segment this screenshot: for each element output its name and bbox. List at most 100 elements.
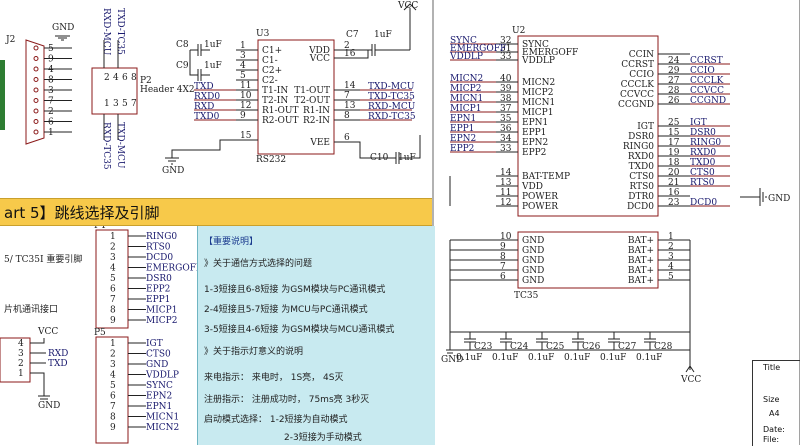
- u2-pin-right-number: 17: [668, 138, 680, 148]
- u3-pin-left-name: R1-OUT: [262, 106, 299, 116]
- u2-gnd-label: GND: [441, 355, 463, 365]
- u2-left-net: MICN1: [450, 94, 483, 104]
- c8-value: 1uF: [204, 40, 222, 50]
- u2-pin-left-name: POWER: [522, 192, 558, 202]
- u2-bat-pin-name: BAT+: [628, 266, 654, 276]
- p5-pin-number: 7: [110, 402, 116, 412]
- u2-pin-left-number: 11: [500, 188, 511, 198]
- notes-line-9: 2-3短接为手动模式: [284, 433, 362, 443]
- notes-line-7: 注册指示： 注册成功时， 75ms亮 3秒灭: [204, 395, 370, 405]
- frame-title: Title: [763, 363, 781, 372]
- u2-pin-left-name: VDDLP: [521, 56, 555, 66]
- u3-right-net: RXD-TC35: [368, 112, 416, 122]
- u2-label: U2: [512, 26, 525, 36]
- j2-pin-number: 9: [48, 55, 54, 65]
- p2-pin-number: 8: [131, 73, 137, 83]
- p4-pin-number: 3: [110, 253, 116, 263]
- j2-pin-number: 2: [48, 107, 54, 117]
- u2-pin-right-name: TXD0: [629, 162, 655, 172]
- u2-pin-right-number: 20: [668, 168, 680, 178]
- u2-pin-left-number: 35: [500, 114, 512, 124]
- notes-line-3: 2-4短接且5-7短接 为MCU与PC通讯模式: [204, 305, 368, 315]
- u2-pin-left-number: 37: [500, 104, 512, 114]
- c7-symbol: [334, 8, 411, 59]
- p2-label: P2: [140, 76, 152, 86]
- u2-bat-pin-name: BAT+: [628, 256, 654, 266]
- notes-line-6: 来电指示： 来电时， 1S亮， 4S灭: [204, 373, 344, 383]
- cap-value: 0.1uF: [456, 353, 482, 363]
- u2-pin-right-name: CCCLK: [621, 80, 655, 90]
- c9-label: C9: [176, 61, 189, 71]
- u2-pin-left-name: BAT-TEMP: [522, 172, 570, 182]
- u3-pin-right-name: T2-OUT: [294, 96, 330, 106]
- u3-pin-left-number: 1: [240, 41, 246, 51]
- u3-pin-right-name: R2-IN: [303, 116, 330, 126]
- u2-pin-right-number: 24: [668, 56, 680, 66]
- p2-net-rxd-mcu: RXD-MCU: [101, 8, 111, 56]
- p5-net: GND: [146, 360, 168, 370]
- u2-pin-left-name: EPP2: [522, 148, 546, 158]
- p4-net: RING0: [146, 232, 177, 242]
- rs232-label: RS232: [256, 155, 286, 165]
- j2-pin-number: 7: [48, 97, 54, 107]
- p2-pin-number: 7: [131, 99, 137, 109]
- u3-pin-right-name: R1-IN: [303, 106, 330, 116]
- cap-name: C26: [582, 342, 601, 352]
- p4-net: MICP2: [146, 316, 177, 326]
- p4-net: DCD0: [146, 253, 173, 263]
- p5-pin-number: 3: [110, 360, 116, 370]
- u3-label: U3: [256, 29, 270, 39]
- u3-pin-right-number: 6: [344, 133, 350, 143]
- p2-net-txd-mcu: TXD-MCU: [115, 122, 125, 169]
- cap-value: 0.1uF: [636, 353, 662, 363]
- u2-pin-left-name: MICN1: [522, 98, 555, 108]
- u2-bat-pin-name: BAT+: [628, 246, 654, 256]
- cap-name: C25: [546, 342, 565, 352]
- u2-pin-left-name: POWER: [522, 202, 558, 212]
- mcu-txd-label: TXD: [48, 359, 68, 369]
- u2-bat-pin-number: 2: [668, 242, 674, 252]
- p5-pin-number: 6: [110, 392, 116, 402]
- u2-right-net: CCRST: [690, 56, 723, 66]
- u2-gnd-pin-number: 6: [500, 272, 506, 282]
- u2-right-net: DSR0: [690, 128, 716, 138]
- p2-net-rxd-tc35: RXD-TC35: [101, 122, 111, 170]
- p4-pin-number: 8: [110, 306, 116, 316]
- u2-right-net: DCD0: [690, 198, 717, 208]
- u2-left-net: MICN2: [450, 74, 483, 84]
- mcu-rxd-label: RXD: [48, 349, 68, 359]
- u2-left-net: SYNC: [450, 36, 477, 46]
- u2-pin-left-number: 33: [500, 144, 512, 154]
- section-banner: art 5】跳线选择及引脚: [0, 198, 432, 226]
- u2-pin-left-number: 31: [500, 44, 511, 54]
- u3-left-net: TXD: [194, 82, 214, 92]
- j2-pin-number: 1: [48, 128, 54, 138]
- mcu-pin-number: 1: [18, 369, 24, 379]
- u2-left-net: MICP2: [450, 84, 481, 94]
- j2-pin-number: 6: [48, 118, 54, 128]
- u2-left-net: EPN1: [450, 114, 476, 124]
- c8-c9-symbols: [189, 44, 210, 81]
- u2-pin-left-name: EPP1: [522, 128, 546, 138]
- u2-right-net: RXD0: [690, 148, 716, 158]
- u3-pin-left-number: 12: [240, 101, 251, 111]
- p4-pin-number: 7: [110, 295, 116, 305]
- p5-pin-number: 4: [110, 371, 116, 381]
- u2-tc35: U2 TC35 SYNCEMERGOFFVDDLPMICN2MICP2MICN1…: [441, 0, 800, 445]
- j2-pin-dot: [33, 77, 39, 82]
- u2-pin-right-number: 28: [668, 86, 680, 96]
- u3-pin-left-number: 3: [240, 51, 246, 61]
- u2-pin-right-name: DCD0: [627, 202, 654, 212]
- j2-pin-number: 8: [48, 76, 54, 86]
- u3-pin-left-number: 4: [240, 61, 246, 71]
- u2-right-net: RING0: [690, 138, 721, 148]
- j2-gnd-label: GND: [52, 23, 74, 33]
- mcu-vcc-label: VCC: [37, 327, 58, 337]
- u3-pin-right-number: 2: [344, 41, 350, 51]
- u3-pin-left-name: T2-IN: [262, 96, 288, 106]
- c7-label: C7: [346, 30, 359, 40]
- u2-pin-right-name: DSR0: [628, 132, 654, 142]
- u3-right-net: TXD-MCU: [368, 82, 415, 92]
- u3-pin-right-name: VEE: [309, 138, 330, 148]
